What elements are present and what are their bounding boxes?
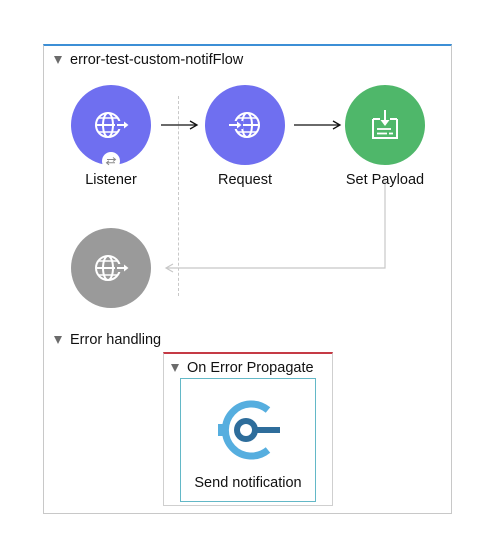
listener-label: Listener <box>85 172 137 188</box>
send-notification-label: Send notification <box>194 475 302 491</box>
collapse-triangle-icon[interactable] <box>171 364 179 372</box>
listener-node[interactable] <box>71 85 151 165</box>
flow-header[interactable]: error-test-custom-notifFlow <box>54 52 243 68</box>
error-handling-header[interactable]: Error handling <box>54 332 161 348</box>
send-notification-processor[interactable]: Send notification <box>180 378 316 502</box>
error-handling-title: Error handling <box>70 332 162 348</box>
set-payload-icon <box>372 110 398 139</box>
on-error-propagate-scope[interactable]: On Error Propagate Send notification <box>163 352 333 506</box>
set-payload-label: Set Payload <box>345 172 425 188</box>
response-node[interactable] <box>71 228 151 308</box>
set-payload-node[interactable] <box>345 85 425 165</box>
collapse-triangle-icon[interactable] <box>54 336 62 344</box>
globe-arrow-out-icon <box>95 255 129 281</box>
globe-arrow-in-icon <box>228 112 260 138</box>
on-error-propagate-title: On Error Propagate <box>187 360 314 376</box>
on-error-propagate-header[interactable]: On Error Propagate <box>171 360 314 376</box>
collapse-triangle-icon[interactable] <box>54 56 62 64</box>
reconnect-arrows-icon <box>102 152 120 170</box>
source-divider <box>178 96 179 296</box>
send-notification-icon <box>218 400 280 460</box>
request-label: Request <box>217 172 272 188</box>
flow-container[interactable]: error-test-custom-notifFlow Liste <box>43 44 452 514</box>
globe-arrow-out-icon <box>95 112 129 138</box>
request-node[interactable] <box>205 85 285 165</box>
flow-name: error-test-custom-notifFlow <box>70 52 244 68</box>
